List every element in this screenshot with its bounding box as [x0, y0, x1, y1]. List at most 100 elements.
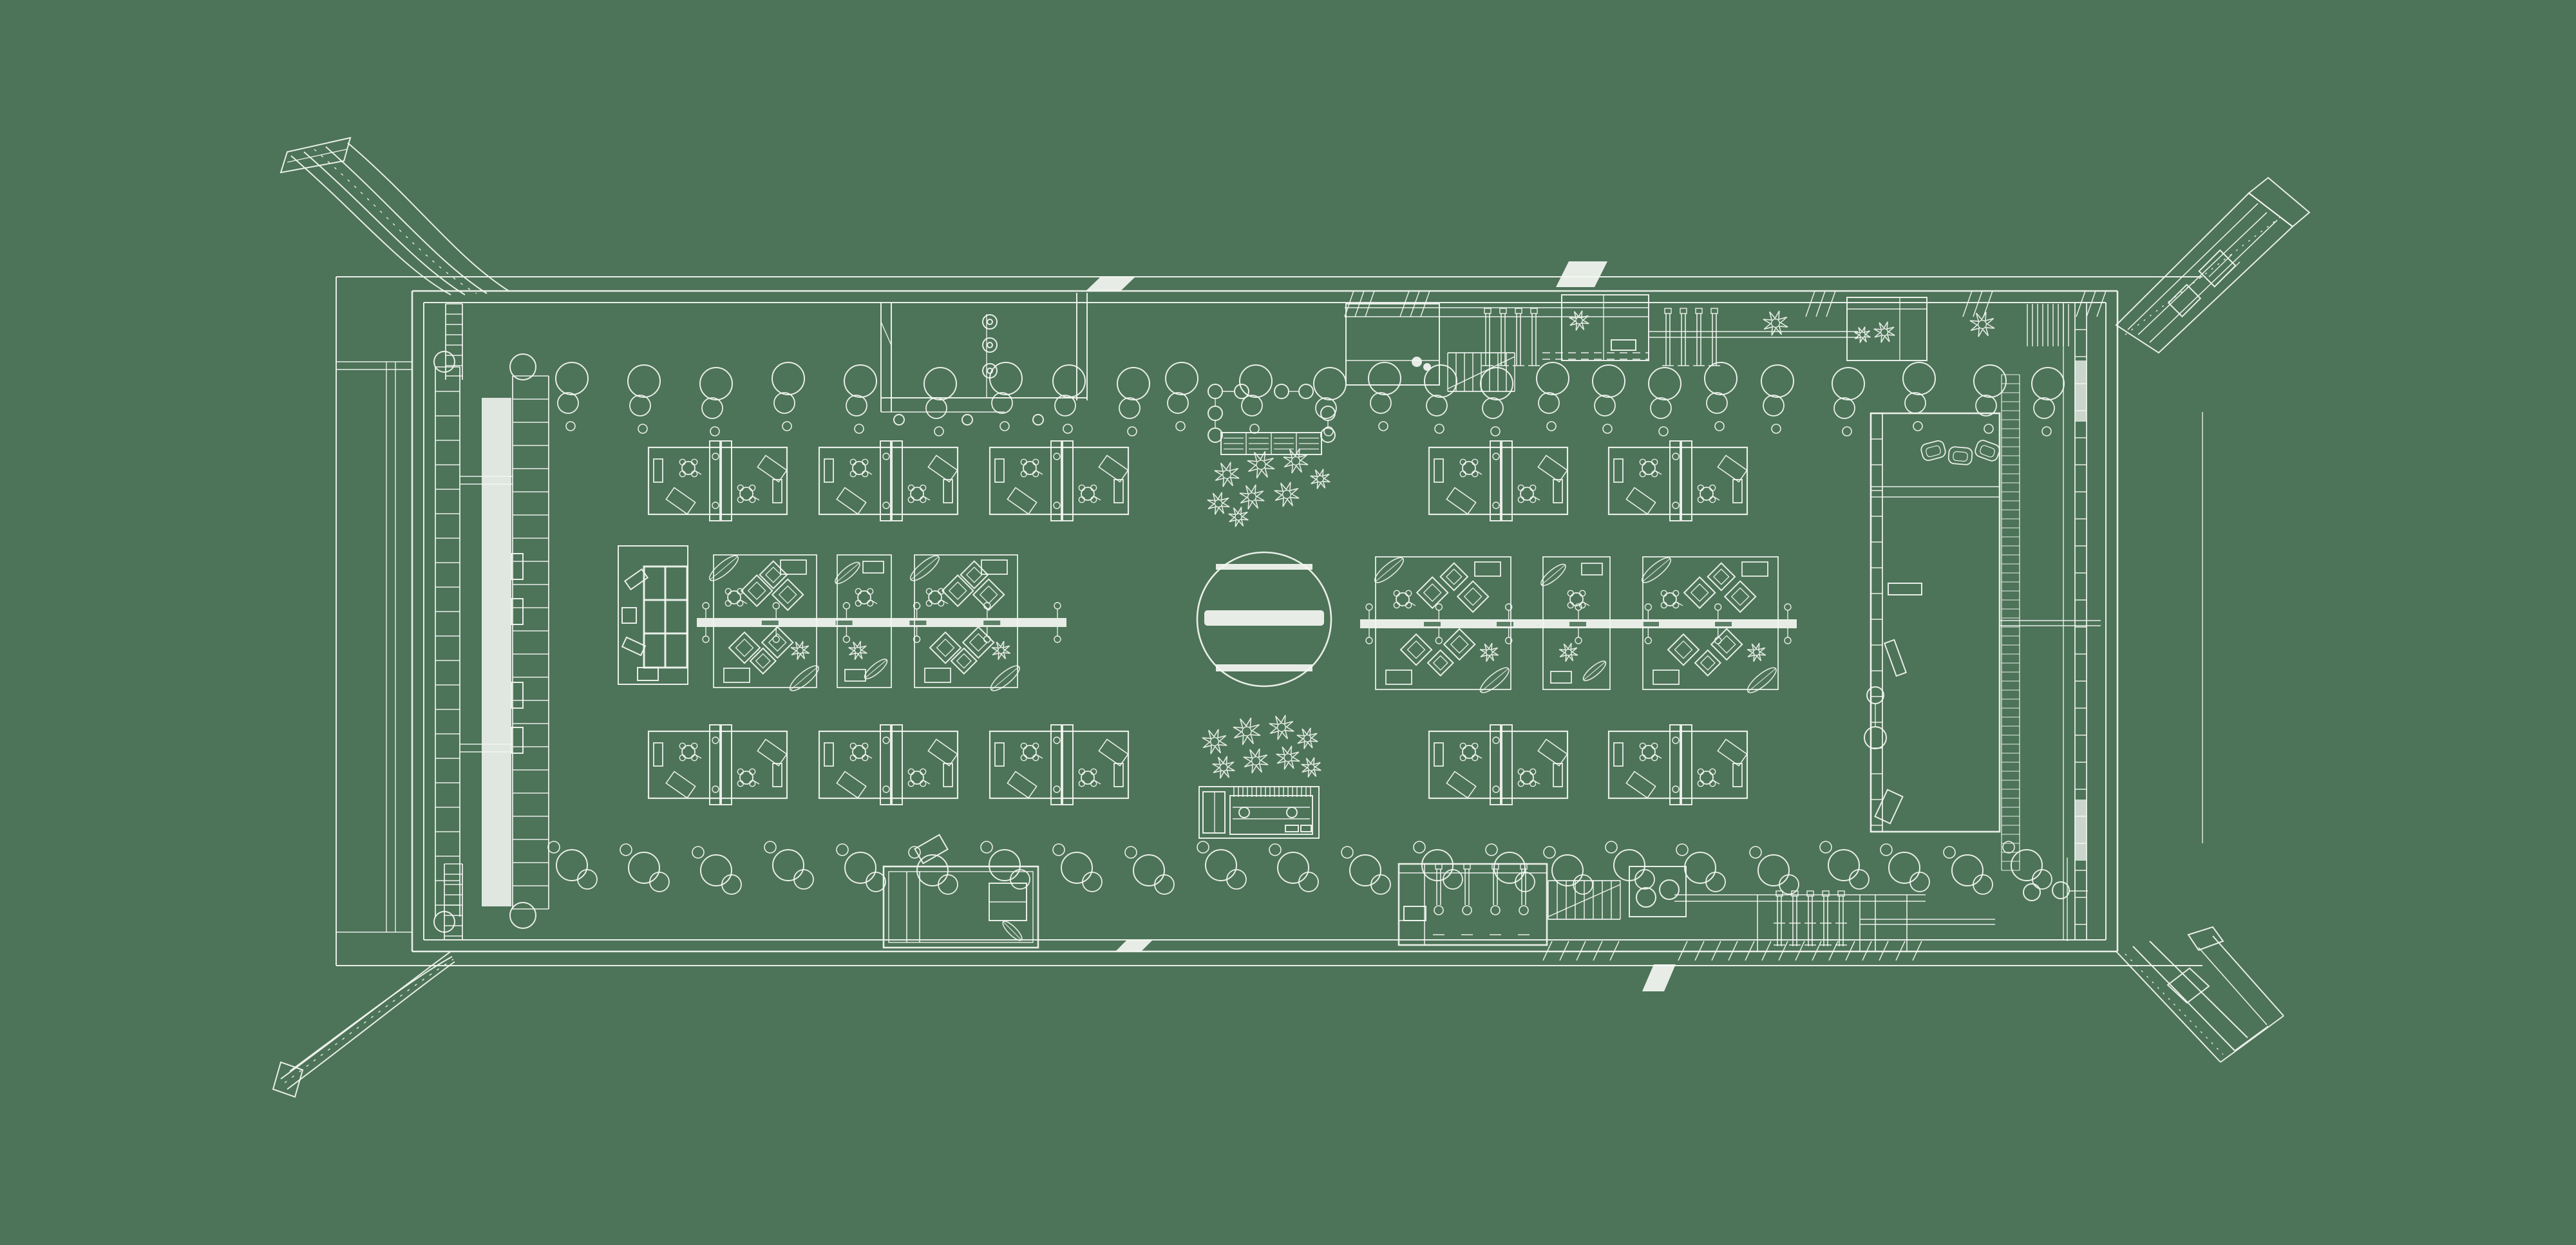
railing-posts [1482, 308, 1540, 366]
ramp-tr-landing [2167, 283, 2202, 318]
plant [1873, 321, 1895, 343]
fixture [1866, 686, 1884, 704]
shelf-cap-circle [509, 353, 536, 380]
stage-room-right [1561, 294, 1649, 361]
door-marker-top-center [1086, 277, 1135, 291]
ramp-br-landing [2166, 967, 2210, 1004]
desk-clusters [647, 440, 1748, 805]
desk-pair-cluster [1428, 724, 1569, 805]
cabinet-box [621, 607, 637, 624]
east-shelf-highlight-bottom [2075, 800, 2087, 861]
column-plant-rows [547, 362, 2065, 895]
plant-row-top [555, 362, 2065, 436]
glass-room [882, 865, 1039, 949]
radiator-comb [2027, 304, 2069, 346]
floor-hatch [1542, 941, 1620, 961]
ramp-tr-rail [2127, 203, 2259, 330]
kiosk-tray [1285, 825, 1299, 832]
shelf-cap-circle [433, 351, 455, 373]
plant-row-bottom [547, 841, 2052, 895]
pantry-basin [1659, 879, 1680, 900]
door-marker-top-right [1556, 261, 1607, 287]
pendant-pipes [1433, 863, 1530, 935]
upper-room [1846, 297, 1927, 361]
bottom-rooms [882, 834, 2088, 961]
ramp-tl-tip [279, 136, 352, 174]
right-rooms [1864, 374, 2101, 871]
plant-leaf [1002, 921, 1023, 941]
plant [1569, 310, 1589, 331]
shelf-ladder-b [512, 375, 549, 910]
fixture [2052, 881, 2070, 899]
ramp-br-arm-down [2116, 951, 2221, 1063]
queue-post [1298, 384, 1314, 399]
kiosk-sink [1238, 807, 1250, 818]
desk-pair-cluster [989, 440, 1130, 521]
lounge-chair [1947, 446, 1973, 465]
door-leaf [1874, 789, 1904, 825]
railing-posts [1662, 308, 1720, 366]
ramp-tl-rail [347, 142, 509, 292]
long-bench-right [1360, 603, 1797, 644]
shelf-tab-4 [511, 727, 524, 754]
circle-bench [1216, 664, 1312, 671]
ramp-bl-rail [287, 961, 455, 1090]
kiosk-stools [1233, 787, 1311, 797]
ramp-tl-tip-line [287, 149, 347, 163]
desk-pair-cluster [989, 724, 1130, 805]
ramp-tr-rail [2149, 220, 2278, 343]
door-marker-bottom-right [1642, 964, 1676, 991]
building-envelope [336, 261, 2203, 991]
stage-dot [1412, 357, 1422, 367]
ramp-bl-tip [272, 1061, 304, 1098]
queue-post [1320, 427, 1336, 443]
meeting-room [1870, 412, 2001, 833]
ramp-tl-rail [325, 146, 488, 294]
stage-dot [1423, 363, 1431, 371]
queue-post [1208, 384, 1223, 399]
door-leaf [1883, 639, 1908, 677]
vent-hatch [1962, 290, 1993, 317]
desk-pair-cluster [818, 724, 959, 805]
coat-hook [982, 363, 998, 379]
queue-post [1234, 384, 1249, 399]
ramp-br-arm-up [2212, 935, 2284, 1016]
fixture [1864, 726, 1887, 749]
plant-cluster-lower [1202, 715, 1321, 779]
shelf-tab-1 [511, 553, 524, 580]
radiator-pipes [1774, 890, 1847, 946]
desk-pair-cluster [1607, 724, 1748, 805]
coat-hook [982, 314, 998, 330]
plant-cluster-upper [1207, 448, 1331, 527]
desk-pair-cluster [647, 440, 788, 521]
ramp-bl-entry-steps [444, 863, 463, 940]
plant [1763, 310, 1788, 336]
shelf-tab-3 [511, 682, 524, 709]
floor-hatch [1678, 941, 1922, 961]
shelf-ladder-a [435, 366, 460, 917]
shelf-white-band [482, 398, 511, 906]
ramp-br-arm-down [2132, 946, 2235, 1051]
kiosk-cab [1202, 791, 1226, 834]
lounge-mat-narrow [835, 554, 892, 688]
floor-laptop [914, 834, 949, 865]
kiosk-tray [1300, 825, 1312, 832]
ramp-tr-body [2115, 192, 2294, 354]
desk-pair-cluster [1428, 440, 1569, 521]
ramp-tr-rail [2137, 212, 2268, 335]
ramp-tr-tip-flap [2248, 176, 2311, 228]
stool [893, 414, 905, 426]
stage-table [1611, 339, 1636, 351]
vent-hatch [1805, 290, 1836, 317]
ramp-tl-texture [314, 149, 477, 294]
ramp-tl-entry-steps [445, 303, 463, 380]
locker-strip [2001, 374, 2020, 871]
kiosk-counter [1229, 795, 1313, 835]
lounge-mat-large [1641, 556, 1779, 693]
shelf-tab-2 [511, 598, 524, 625]
lounge-chair [1975, 440, 2000, 462]
room-wall-brace [880, 321, 892, 346]
meeting-room-shelf [1870, 413, 1883, 832]
circle-table [1204, 610, 1324, 626]
